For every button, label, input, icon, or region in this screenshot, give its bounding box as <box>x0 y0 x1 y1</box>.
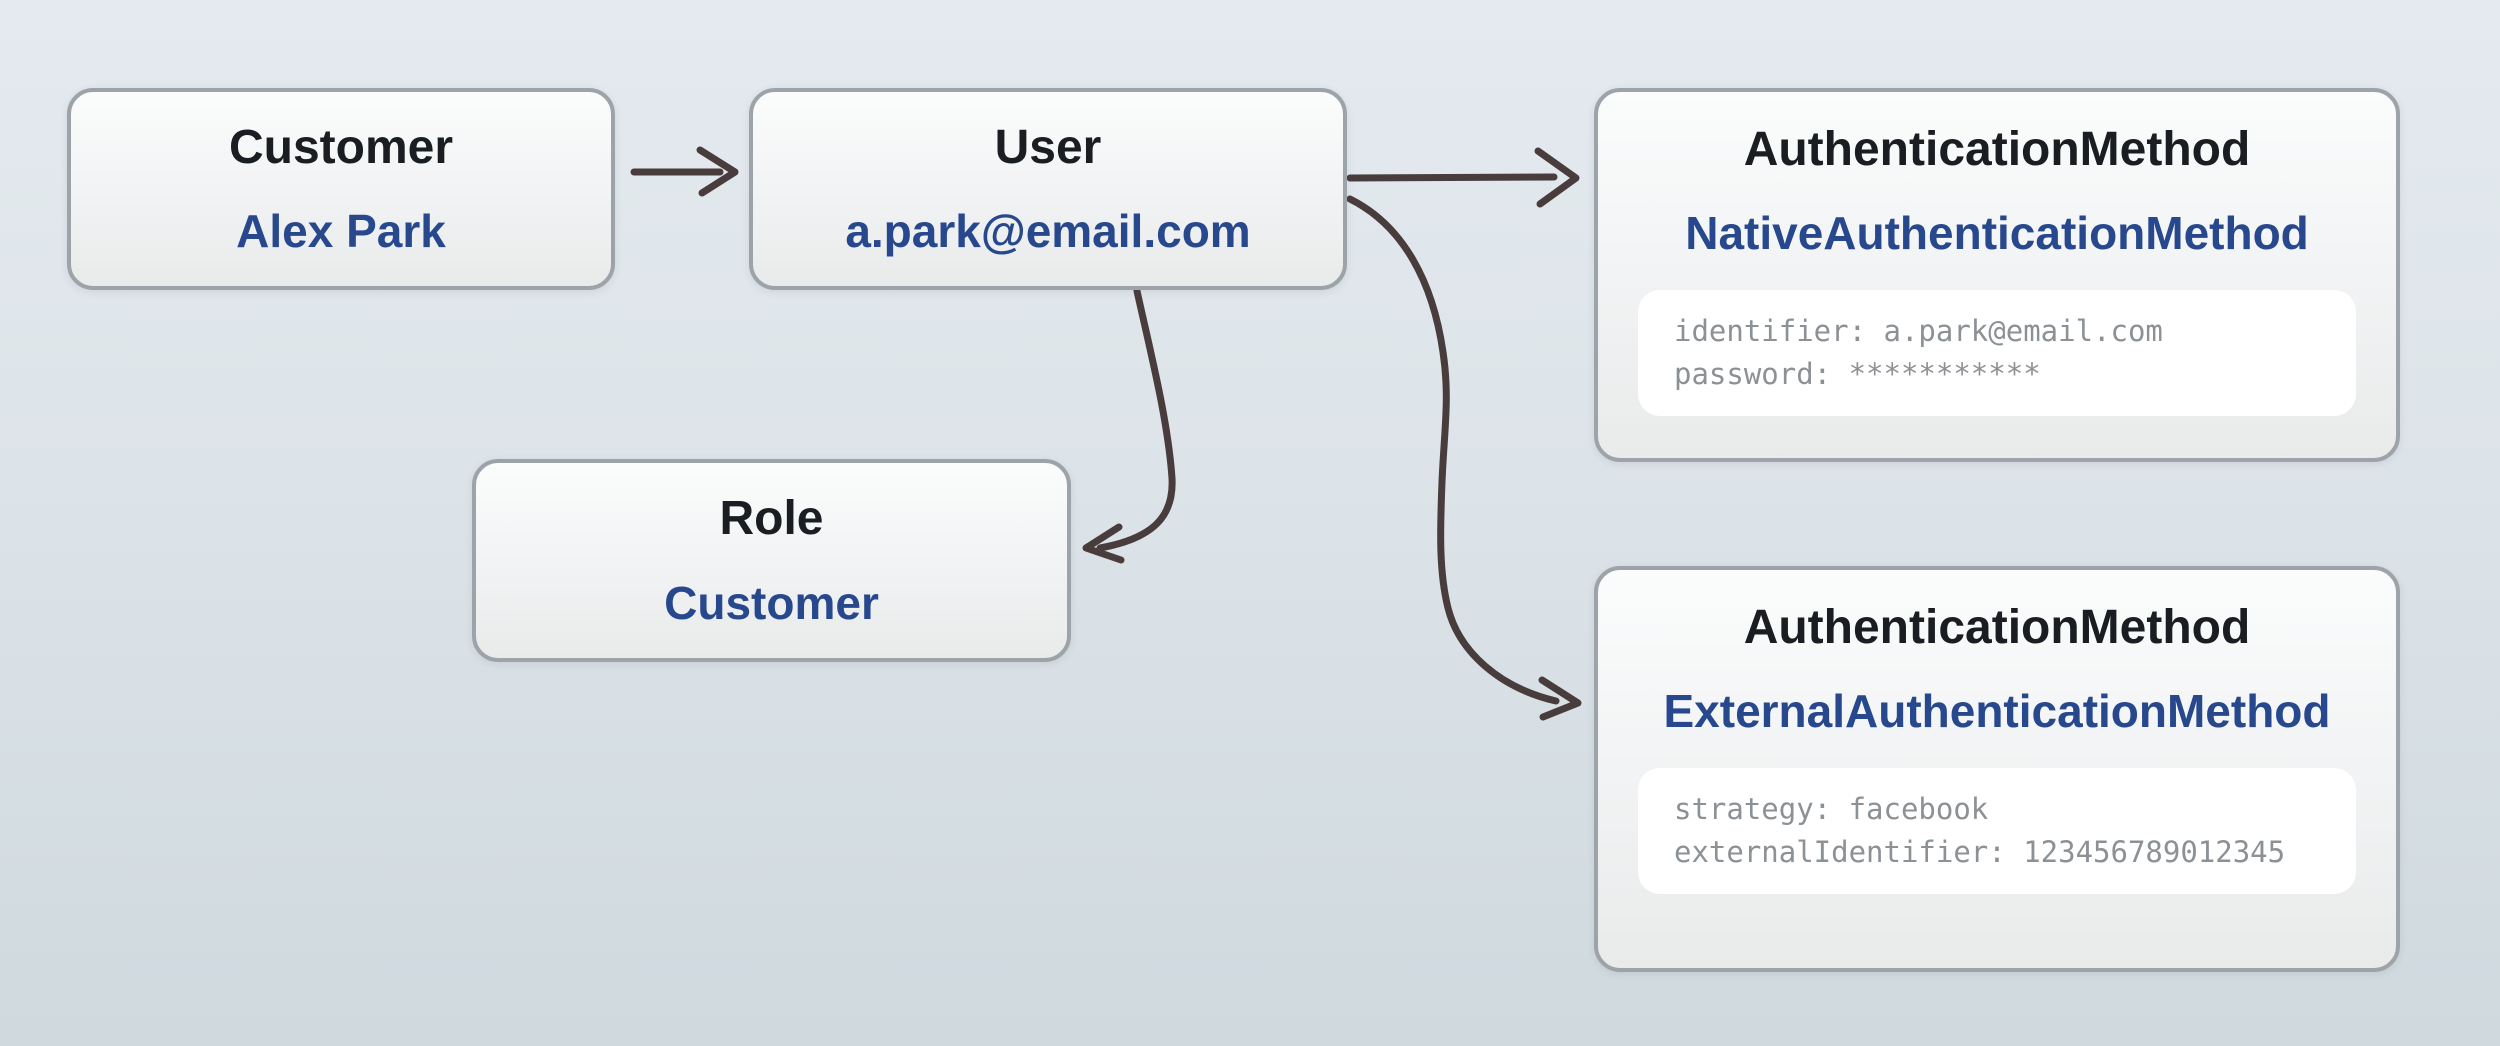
edge-user-external-auth <box>1346 195 1582 721</box>
node-authentication-method-external: AuthenticationMethod ExternalAuthenticat… <box>1594 566 2400 972</box>
node-value: ExternalAuthenticationMethod <box>1663 685 2331 738</box>
node-title: AuthenticationMethod <box>1743 123 2251 176</box>
attribute-external-identifier: externalIdentifier: 123456789012345 <box>1674 834 2286 869</box>
node-title: Role <box>719 492 824 546</box>
edge-customer-user-arrowhead <box>696 146 739 197</box>
node-value: a.park@email.com <box>845 205 1251 258</box>
attribute-password: password: *********** <box>1674 356 2041 391</box>
edge-user-native-auth-line <box>1346 173 1558 182</box>
attributes-panel: identifier: a.park@email.com password: *… <box>1638 290 2356 416</box>
node-title: Customer <box>228 120 454 174</box>
edge-user-native-auth <box>1346 147 1580 208</box>
edge-user-role-arrowhead <box>1082 523 1125 564</box>
edge-customer-user <box>630 146 739 197</box>
edge-user-external-auth-line <box>1346 195 1560 705</box>
node-value: NativeAuthenticationMethod <box>1685 207 2309 260</box>
node-title: User <box>994 120 1102 174</box>
edge-user-role-line <box>1096 287 1176 552</box>
attribute-strategy: strategy: facebook <box>1674 792 1989 827</box>
node-authentication-method-native: AuthenticationMethod NativeAuthenticatio… <box>1594 88 2400 462</box>
attribute-identifier: identifier: a.park@email.com <box>1674 314 2163 349</box>
node-customer: Customer Alex Park <box>67 88 615 290</box>
edge-user-external-auth-arrowhead <box>1538 676 1582 721</box>
node-user: User a.park@email.com <box>749 88 1347 290</box>
attributes-panel: strategy: facebook externalIdentifier: 1… <box>1638 768 2356 894</box>
edge-user-native-auth-arrowhead <box>1534 147 1580 208</box>
edge-user-role <box>1082 287 1176 564</box>
node-title: AuthenticationMethod <box>1743 601 2251 654</box>
node-value: Customer <box>664 576 879 629</box>
node-value: Alex Park <box>236 205 446 258</box>
node-role: Role Customer <box>472 459 1071 662</box>
